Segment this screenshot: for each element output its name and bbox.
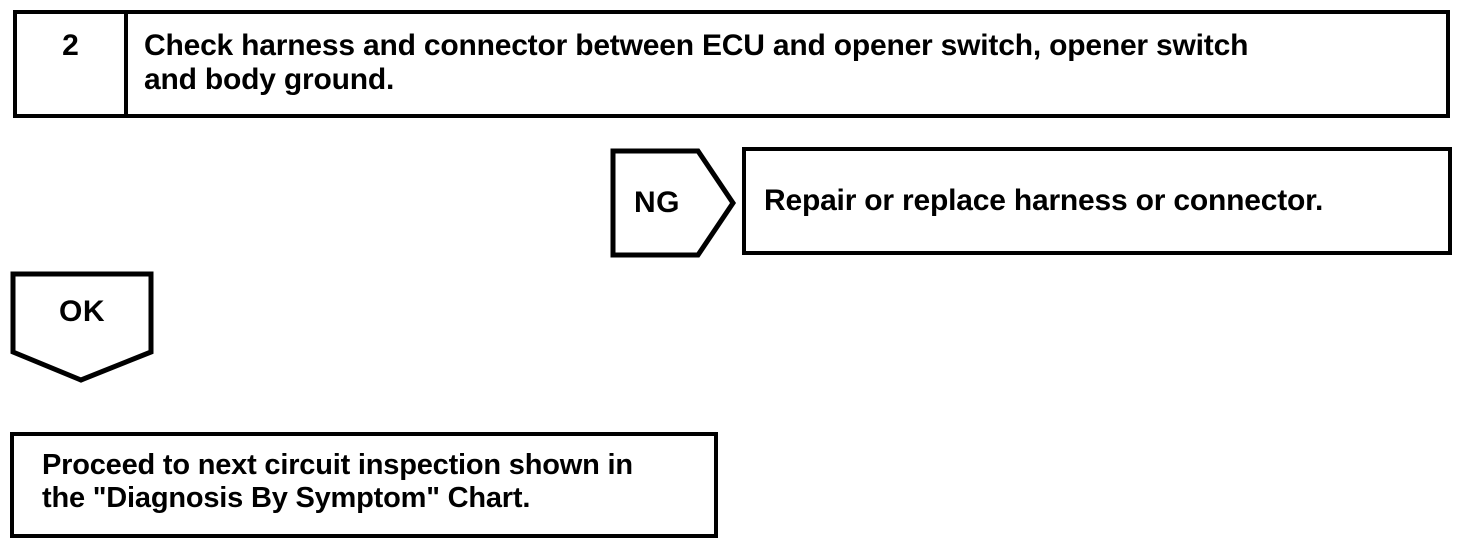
ok-label-text: OK bbox=[59, 295, 105, 328]
step-number-cell: 2 bbox=[17, 14, 128, 114]
step-number: 2 bbox=[62, 29, 79, 62]
ng-action-box: Repair or replace harness or connector. bbox=[742, 147, 1452, 255]
ok-pentagon-icon bbox=[10, 271, 154, 383]
ok-action-box: Proceed to next circuit inspection shown… bbox=[10, 432, 718, 538]
ng-pentagon-icon bbox=[610, 148, 737, 258]
step-box: 2 Check harness and connector between EC… bbox=[13, 10, 1450, 118]
ok-connector-shape bbox=[10, 271, 154, 383]
ng-connector-shape bbox=[610, 148, 737, 258]
ok-action-line-2: the "Diagnosis By Symptom" Chart. bbox=[42, 482, 531, 514]
step-instruction-line-2: and body ground. bbox=[144, 63, 395, 96]
ng-action-text: Repair or replace harness or connector. bbox=[764, 184, 1324, 217]
ok-action-line-1: Proceed to next circuit inspection shown… bbox=[42, 449, 633, 481]
ng-label-text: NG bbox=[634, 186, 680, 219]
ok-connector-label: OK bbox=[10, 270, 154, 354]
ng-connector-label: NG bbox=[613, 146, 701, 260]
step-instruction-line-1: Check harness and connector between ECU … bbox=[144, 29, 1249, 62]
step-instruction: Check harness and connector between ECU … bbox=[128, 14, 1446, 114]
